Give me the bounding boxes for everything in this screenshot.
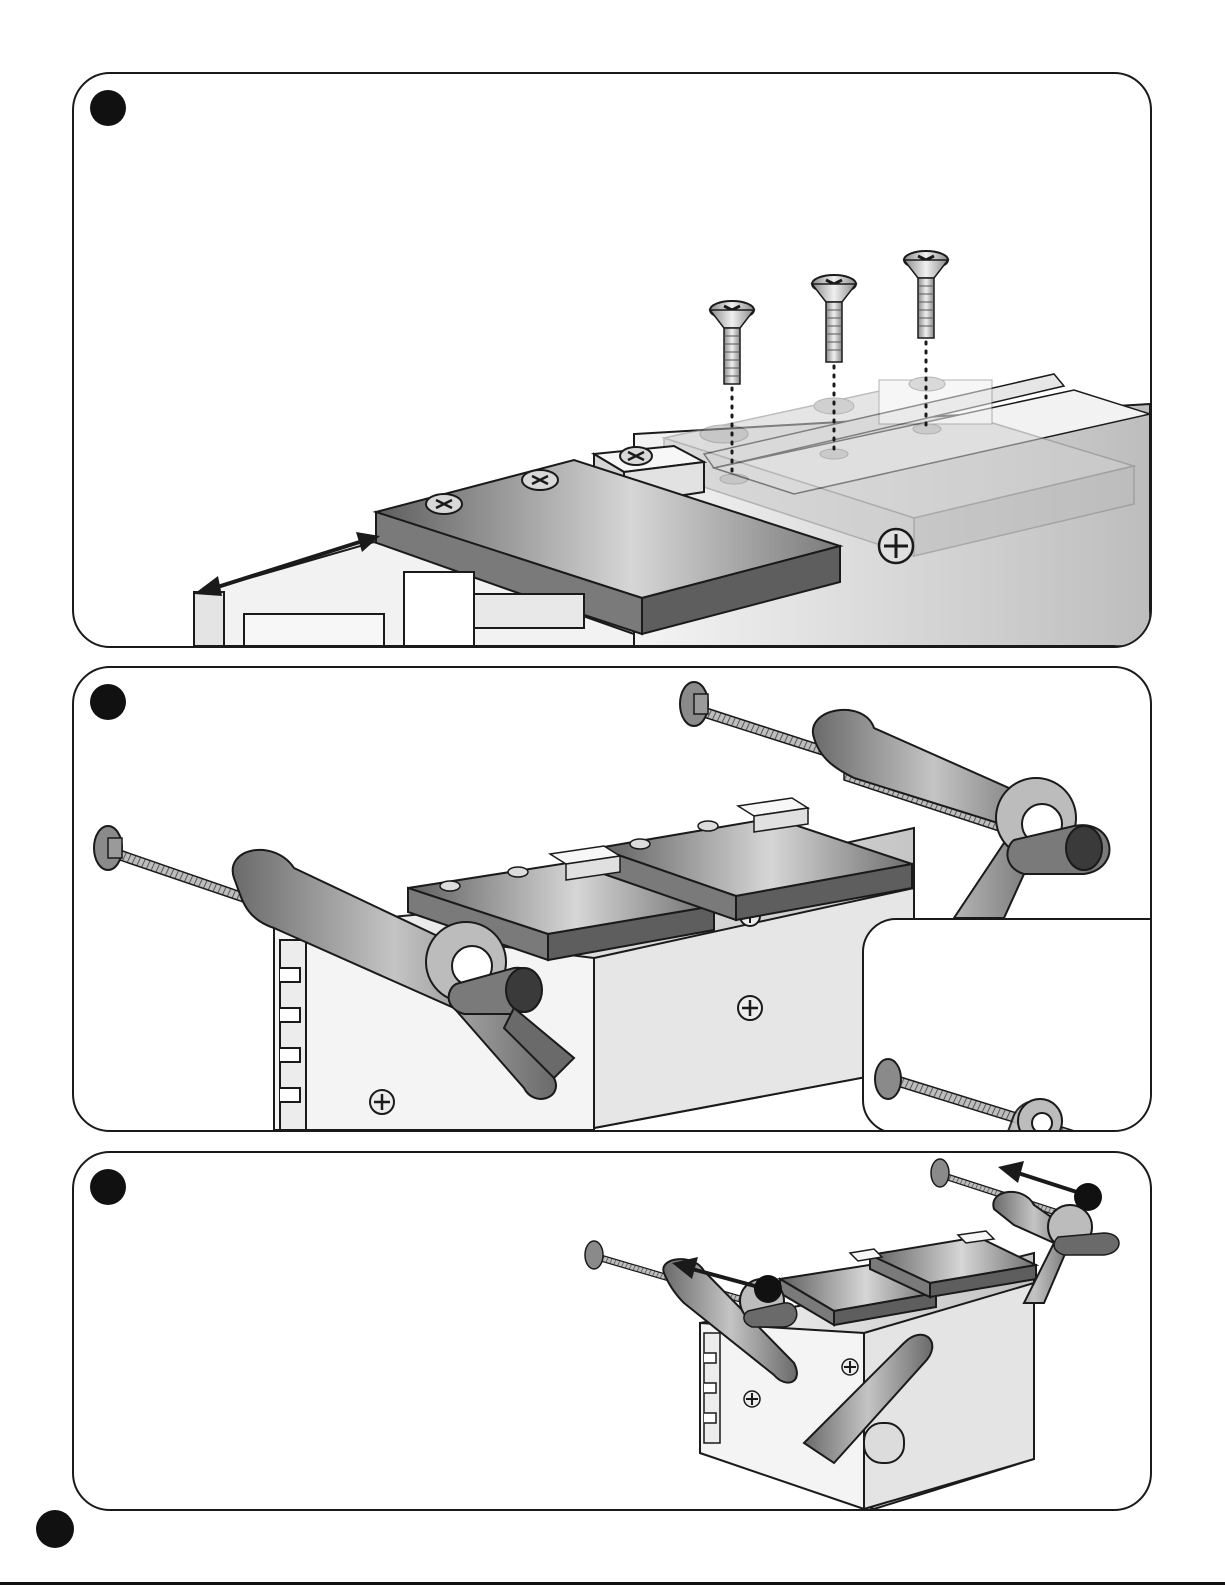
phillips-screw-icon	[426, 494, 462, 514]
page-marker	[36, 1510, 74, 1548]
clamp-knob-icon	[680, 682, 708, 726]
phillips-screw-icon	[738, 996, 762, 1020]
phillips-screw-icon	[842, 1359, 858, 1375]
phillips-screw-icon	[522, 470, 558, 490]
phillips-screw-icon	[370, 1090, 394, 1114]
clamp-detail-inset	[862, 918, 1152, 1132]
clamp-detail-illustration	[864, 920, 1152, 1132]
phillips-screw-icon	[620, 447, 652, 465]
step-1-panel	[72, 72, 1152, 648]
phillips-screw-icon	[879, 529, 913, 563]
step-3-illustration	[74, 1153, 1150, 1509]
rack-teeth	[280, 940, 306, 1130]
clamp-knob-icon	[931, 1159, 949, 1187]
step-2-panel	[72, 666, 1152, 1132]
step-3-panel	[72, 1151, 1152, 1511]
clamp-knob-icon	[94, 826, 122, 870]
phillips-screw-icon	[744, 1391, 760, 1407]
step-1-illustration	[74, 74, 1150, 646]
clamp-knob-icon	[875, 1059, 901, 1099]
clamp-knob-icon	[585, 1241, 603, 1269]
